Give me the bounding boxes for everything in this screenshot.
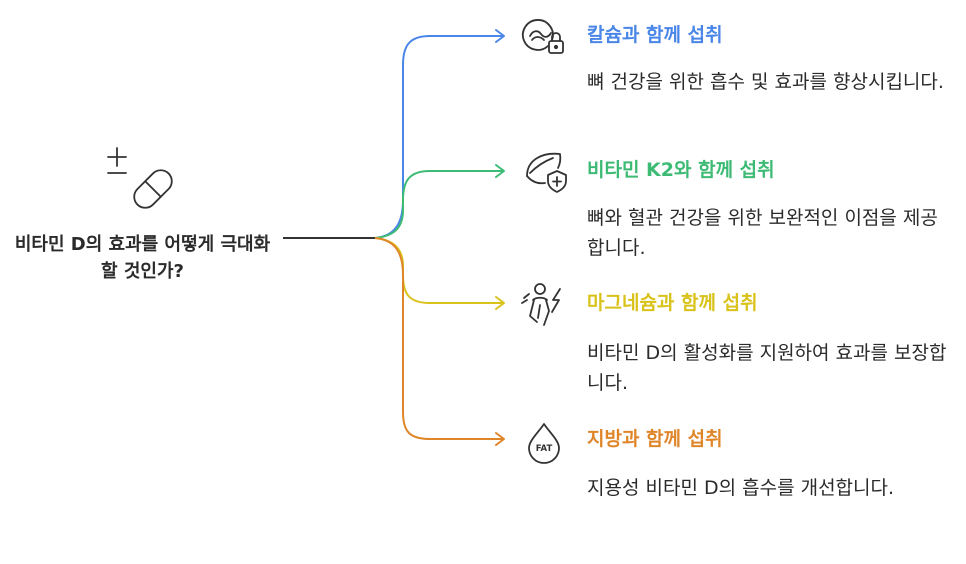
root-question: 비타민 D의 효과를 어떻게 극대화할 것인가? xyxy=(14,234,271,282)
fat-drop-icon: FAT xyxy=(528,423,560,464)
arrowhead-k2 xyxy=(495,164,505,178)
pill-plus-minus-icon xyxy=(107,147,173,209)
leaf-shield-icon xyxy=(526,152,567,193)
branch-title-magnesium: 마그네슘과 함께 섭취 xyxy=(587,292,758,314)
branch-title-fat: 지방과 함께 섭취 xyxy=(587,428,723,450)
arrowhead-calcium xyxy=(495,29,505,43)
branch-line-magnesium xyxy=(374,237,503,304)
bone-lock-icon xyxy=(522,19,564,54)
branch-line-fat xyxy=(374,237,503,440)
branch-desc-calcium: 뼈 건강을 위한 흡수 및 효과를 향상시킵니다. xyxy=(587,71,944,93)
branch-desc-magnesium: 비타민 D의 활성화를 지원하여 효과를 보장합니다. xyxy=(587,342,947,394)
branch-title-k2: 비타민 K2와 함께 섭취 xyxy=(587,159,775,181)
branch-desc-k2: 뼈와 혈관 건강을 위한 보완적인 이점을 제공합니다. xyxy=(587,207,938,259)
person-energy-icon xyxy=(521,283,561,326)
branch-line-calcium xyxy=(374,35,503,239)
branch-line-k2 xyxy=(374,170,503,239)
branch-title-calcium: 칼슘과 함께 섭취 xyxy=(587,24,723,46)
svg-text:FAT: FAT xyxy=(536,444,553,454)
arrowhead-fat xyxy=(495,432,505,446)
branch-desc-fat: 지용성 비타민 D의 흡수를 개선합니다. xyxy=(587,477,895,499)
arrowhead-magnesium xyxy=(495,296,505,310)
